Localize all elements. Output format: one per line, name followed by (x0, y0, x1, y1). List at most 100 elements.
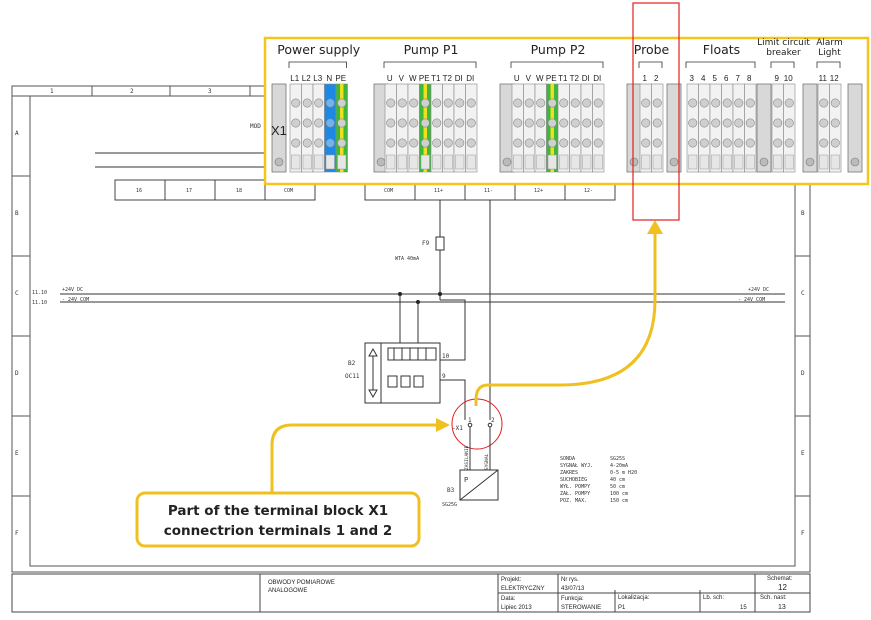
terminal-block (651, 83, 664, 173)
sensor-letter: P (464, 476, 468, 484)
fuse-rating: WTA 40mA (395, 256, 419, 262)
row-label-b-right: B (801, 210, 805, 217)
row-label-c-right: C (801, 290, 805, 297)
terminal-screw (325, 118, 335, 128)
strip-label-com2: COM (384, 188, 393, 194)
terminal-screw (325, 138, 335, 148)
terminal-screw (734, 118, 744, 128)
terminal-block (465, 83, 478, 173)
title-desc-1: OBWODY POMIAROWE (268, 580, 335, 586)
device-b2 (364, 342, 441, 404)
spec-val-2: 0-5 m H20 (610, 470, 637, 476)
terminal-screw (559, 138, 569, 148)
row-label-d-right: D (801, 370, 805, 377)
terminal-screw (711, 98, 721, 108)
terminal-screw (745, 98, 755, 108)
callout-line-2: connectrion terminals 1 and 2 (164, 523, 393, 539)
terminal-screw (513, 118, 523, 128)
terminal-screw (688, 118, 698, 128)
row-label-f-right: F (801, 530, 805, 537)
terminal-screw (582, 118, 592, 128)
strip-label-16: 16 (136, 188, 142, 194)
terminal-strip-name: X1 (271, 123, 287, 138)
terminal-label: W (536, 74, 544, 83)
terminal-screw (547, 98, 557, 108)
row-label-e-right: E (801, 450, 805, 457)
lb-sch-value: 15 (740, 605, 747, 611)
terminal-screw (641, 118, 651, 128)
terminal-screw (593, 138, 603, 148)
terminal-screw (819, 138, 829, 148)
terminal-end-plate (271, 83, 287, 173)
terminal-screw (745, 138, 755, 148)
terminal-end-plate (666, 83, 682, 173)
strip-label-12p: 12+ (534, 188, 543, 194)
terminal-group-label: Floats (703, 42, 740, 57)
terminal-screw (688, 138, 698, 148)
terminal-label: T1 (431, 74, 441, 83)
terminal-screw (291, 118, 301, 128)
strip-label-12m: 12- (584, 188, 593, 194)
terminal-label: L1 (290, 74, 299, 83)
terminal-label: 11 (819, 74, 828, 83)
terminal-screw (559, 118, 569, 128)
terminal-screw (773, 118, 783, 128)
row-label-c: C (15, 290, 19, 297)
terminal-screw (699, 98, 709, 108)
title-desc-2: ANALOGOWE (268, 588, 307, 594)
terminal-label: 6 (724, 74, 729, 83)
funkcja-label: Funkcja: (561, 596, 584, 602)
spec-key-0: SONDA (560, 456, 575, 462)
terminal-label: DI (593, 74, 601, 83)
wire-label-power: ZASILANIE (464, 445, 470, 470)
terminal-group-bracket (288, 61, 347, 68)
rail-node (438, 292, 442, 296)
rail-minus-label-right: - 24V COM (738, 297, 765, 303)
terminal-label: 12 (830, 74, 839, 83)
terminal-end-plate (802, 83, 818, 173)
terminal-screw (784, 98, 794, 108)
terminal-screw (443, 118, 453, 128)
terminal-group-label: Pump P1 (404, 42, 459, 57)
terminal-screw (570, 98, 580, 108)
terminal-screw (536, 138, 546, 148)
terminal-screw (466, 98, 476, 108)
fuse-name: F9 (422, 240, 430, 247)
terminal-screw (420, 118, 430, 128)
terminal-block (829, 83, 842, 173)
terminal-label: DI (466, 74, 474, 83)
schemat-label: Schemat: (767, 576, 793, 582)
terminal-screw (409, 138, 419, 148)
spec-val-0: SG25S (610, 456, 625, 462)
terminal-screw (325, 98, 335, 108)
terminal-screw (570, 118, 580, 128)
terminal-screw (582, 138, 592, 148)
terminal-end-plate (847, 83, 863, 173)
terminal-screw (314, 118, 324, 128)
terminal-label: V (526, 74, 532, 83)
terminal-group-bracket (383, 61, 477, 68)
lokalizacja-label: Lokalizacja: (618, 595, 650, 601)
terminal-group-bracket (638, 61, 663, 68)
terminal-screw (536, 118, 546, 128)
terminal-end-plate (756, 83, 772, 173)
device-b2-name: B2 (348, 360, 356, 367)
terminal-label: T2 (443, 74, 453, 83)
arrow-head-right (436, 418, 450, 432)
terminal-group-bracket (685, 61, 756, 68)
spec-val-4: 50 cm (610, 484, 625, 490)
terminal-screw (830, 138, 840, 148)
terminal-screw (409, 118, 419, 128)
terminal-screw (314, 138, 324, 148)
terminal-screw (291, 138, 301, 148)
terminal-block (592, 83, 605, 173)
terminal-screw (302, 98, 312, 108)
device-b2-pin-9: 9 (442, 373, 446, 380)
terminal-screw (641, 98, 651, 108)
terminal-label: 3 (690, 74, 695, 83)
terminal-label: 7 (736, 74, 741, 83)
x1-pin-1: 1 (468, 417, 472, 424)
terminal-label: 9 (775, 74, 780, 83)
callout-arrow-probe (474, 230, 657, 406)
spec-key-3: SUCHOBIEG (560, 477, 587, 483)
